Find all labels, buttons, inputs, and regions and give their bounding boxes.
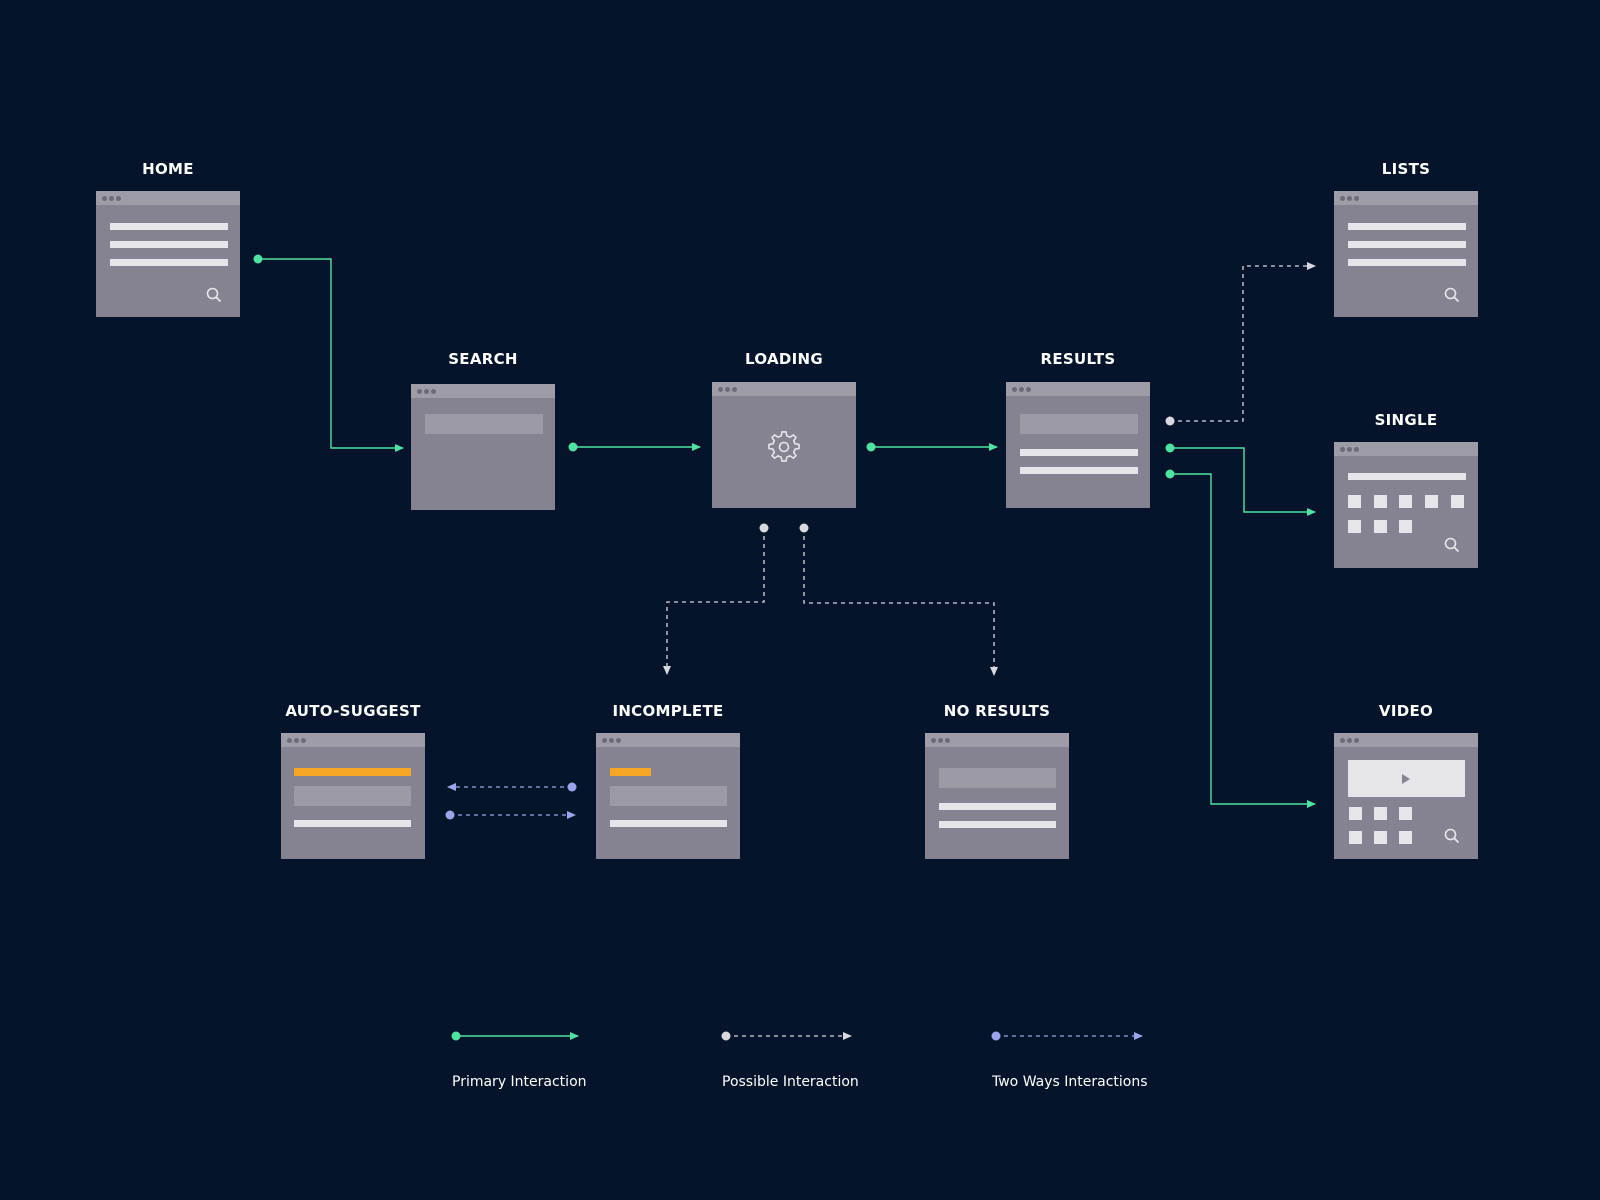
- play-icon: [1402, 774, 1410, 784]
- content-line: [1348, 241, 1466, 248]
- suggestion-block: [294, 786, 411, 806]
- legend-two-way-label: Two Ways Interactions: [992, 1074, 1148, 1090]
- magnifier-icon: [1444, 287, 1460, 303]
- incomplete-title: INCOMPLETE: [612, 702, 724, 720]
- home-screen[interactable]: [96, 191, 240, 317]
- primary-connectors: [258, 258, 1316, 808]
- home-to-search-connector: [258, 258, 404, 452]
- loading-screen[interactable]: [712, 382, 856, 508]
- possible-connectors: [663, 262, 1316, 676]
- thumbnail: [1425, 495, 1438, 508]
- thumbnail: [1374, 495, 1387, 508]
- connector-start-dot: [1165, 469, 1175, 479]
- legend-primary-dot: [451, 1031, 461, 1041]
- content-line: [939, 821, 1056, 828]
- results-to-video-connector: [1170, 473, 1316, 808]
- content-line: [110, 241, 228, 248]
- window-bar: [596, 733, 740, 747]
- content-line: [939, 803, 1056, 810]
- window-bar: [411, 384, 555, 398]
- window-bar: [925, 733, 1069, 747]
- result-line: [1020, 467, 1138, 474]
- results-to-lists-connector: [1170, 262, 1316, 422]
- two-way-connectors: [447, 783, 576, 819]
- connector-start-dot: [445, 810, 455, 820]
- magnifier-icon: [206, 287, 222, 303]
- window-bar: [1334, 442, 1478, 456]
- content-line: [1348, 223, 1466, 230]
- suggestion-highlight: [294, 768, 411, 776]
- lists-screen[interactable]: [1334, 191, 1478, 317]
- legend-possible-dot: [721, 1031, 731, 1041]
- results-screen[interactable]: [1006, 382, 1150, 508]
- auto-suggest-title: AUTO-SUGGEST: [285, 702, 421, 720]
- thumbnail: [1399, 495, 1412, 508]
- loading-title: LOADING: [745, 350, 823, 368]
- thumbnail: [1374, 831, 1387, 844]
- connector-start-dot: [759, 523, 769, 533]
- thumbnail: [1399, 831, 1412, 844]
- connector-start-dot: [568, 442, 578, 452]
- search-screen[interactable]: [411, 384, 555, 510]
- no-results-screen[interactable]: [925, 733, 1069, 859]
- search-field-block: [1020, 414, 1138, 434]
- window-bar: [1006, 382, 1150, 396]
- thumbnail: [1451, 495, 1464, 508]
- legend-possible-label: Possible Interaction: [722, 1074, 859, 1090]
- window-bar: [96, 191, 240, 205]
- content-line: [110, 223, 228, 230]
- content-line: [1348, 473, 1466, 480]
- result-line: [1020, 449, 1138, 456]
- video-title: VIDEO: [1378, 702, 1434, 720]
- window-bar: [1334, 191, 1478, 205]
- video-screen[interactable]: [1334, 733, 1478, 859]
- connector-start-dot: [1165, 416, 1175, 426]
- search-field-block: [425, 414, 543, 434]
- thumbnail: [1399, 520, 1412, 533]
- thumbnail: [1374, 807, 1387, 820]
- home-title: HOME: [142, 160, 194, 178]
- thumbnail: [1348, 520, 1361, 533]
- thumbnail: [1374, 520, 1387, 533]
- incomplete-screen[interactable]: [596, 733, 740, 859]
- partial-input-highlight: [610, 768, 651, 776]
- connector-start-dot: [1165, 443, 1175, 453]
- thumbnail: [1348, 495, 1361, 508]
- search-field-block: [939, 768, 1056, 788]
- window-bar: [281, 733, 425, 747]
- window-bar: [712, 382, 856, 396]
- results-title: RESULTS: [1040, 350, 1116, 368]
- thumbnail: [1349, 831, 1362, 844]
- thumbnail: [1349, 807, 1362, 820]
- lists-title: LISTS: [1381, 160, 1431, 178]
- window-bar: [1334, 733, 1478, 747]
- search-title: SEARCH: [448, 350, 518, 368]
- magnifier-icon: [1444, 828, 1460, 844]
- single-screen[interactable]: [1334, 442, 1478, 568]
- connector-start-dot: [253, 254, 263, 264]
- results-to-single-connector: [1170, 447, 1316, 516]
- connector-start-dot: [799, 523, 809, 533]
- loading-to-incomplete-connector: [663, 528, 765, 675]
- content-line: [610, 820, 727, 827]
- legend-lines: [451, 1031, 1143, 1041]
- suggestion-block: [610, 786, 727, 806]
- content-line: [110, 259, 228, 266]
- auto-suggest-screen[interactable]: [281, 733, 425, 859]
- magnifier-icon: [1444, 537, 1460, 553]
- legend-two-way-dot: [991, 1031, 1001, 1041]
- content-line: [1348, 259, 1466, 266]
- connector-start-dot: [567, 782, 577, 792]
- gear-icon: [768, 431, 800, 462]
- no-results-title: NO RESULTS: [943, 702, 1051, 720]
- loading-to-no-results-connector: [803, 528, 998, 676]
- legend-primary-label: Primary Interaction: [452, 1074, 587, 1090]
- thumbnail: [1399, 807, 1412, 820]
- content-line: [294, 820, 411, 827]
- single-title: SINGLE: [1374, 411, 1438, 429]
- connector-start-dot: [866, 442, 876, 452]
